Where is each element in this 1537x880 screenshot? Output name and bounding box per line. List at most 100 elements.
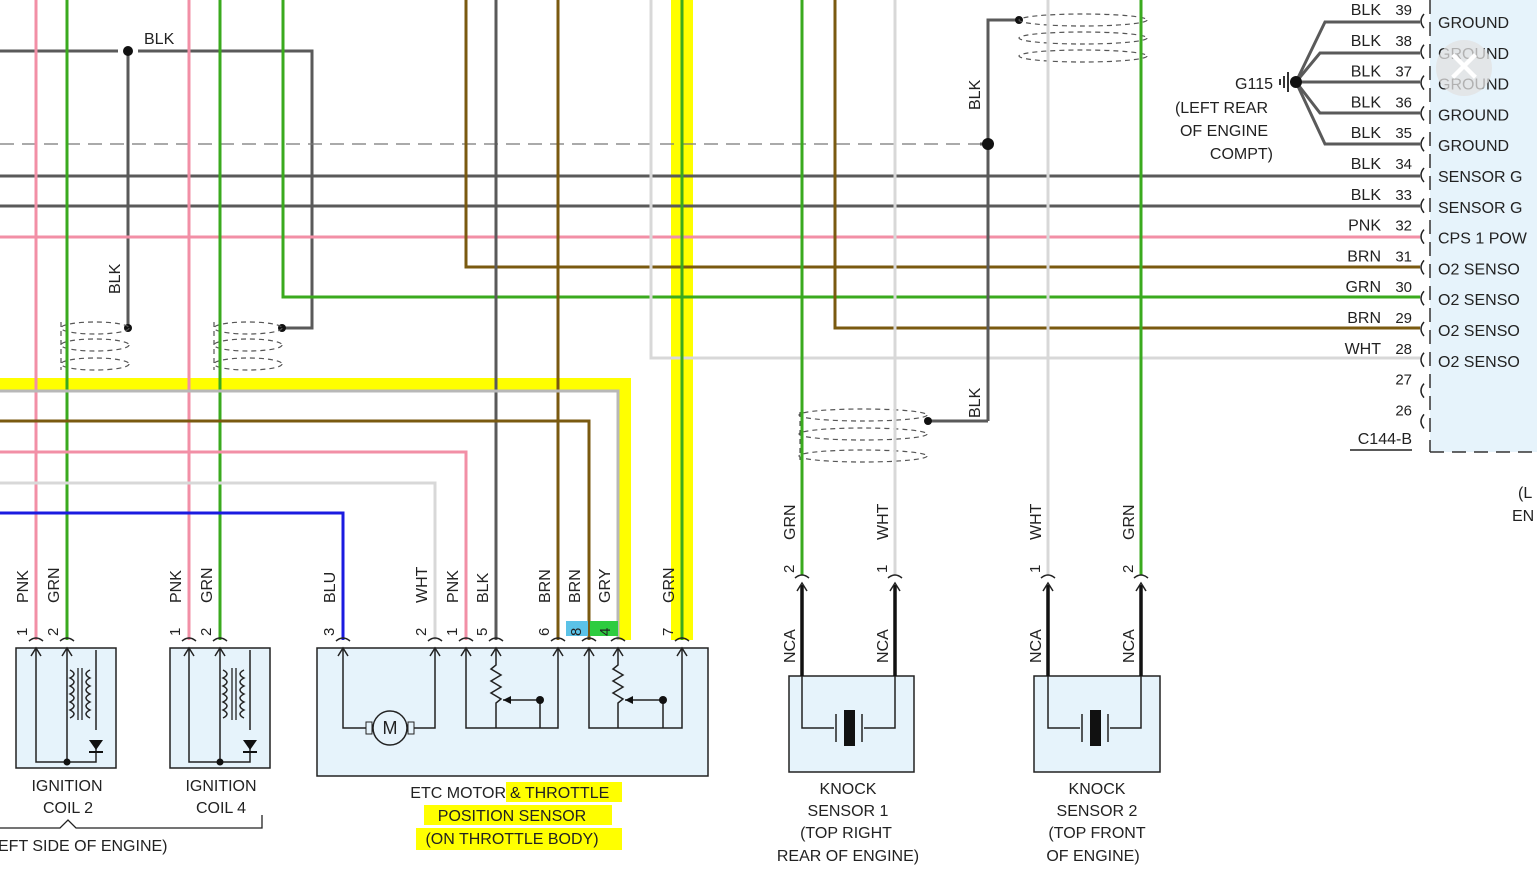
pin-terminal	[1420, 198, 1425, 214]
etc-color-pin3: BLU	[322, 572, 339, 603]
pin-arrow	[794, 574, 810, 592]
etc-motor-tps	[316, 647, 709, 777]
coil2-color-1: PNK	[15, 570, 32, 603]
connector-name: C144-B	[1358, 431, 1412, 448]
shield-left-1	[60, 321, 130, 371]
pin-wire-color: BLK	[1351, 125, 1382, 142]
harness-wires	[0, 0, 1420, 360]
pin-arrow	[335, 637, 351, 657]
etc-color-pin4: GRY	[597, 568, 614, 603]
ignition-coil-2	[15, 647, 117, 769]
pin-function: GROUND	[1438, 15, 1509, 32]
shield-terminal	[924, 417, 932, 425]
component-wires	[0, 0, 1143, 640]
pin-arrow	[887, 574, 903, 592]
pin-arrow	[610, 637, 626, 657]
pin-terminal	[1420, 136, 1425, 152]
coil2-caption-1: IGNITION	[31, 778, 102, 795]
pin-function: GROUND	[1438, 138, 1509, 155]
knock2-caption-4: OF ENGINE)	[1046, 848, 1139, 865]
pin-wire-color: BLK	[1351, 2, 1382, 19]
etc-caption-2: & THROTTLE	[510, 785, 609, 802]
ignition-coil-4	[169, 647, 271, 769]
ground-location-line-2: OF ENGINE	[1180, 123, 1268, 140]
motor-label: M	[383, 718, 398, 738]
pin-arrow	[59, 637, 75, 657]
pin-terminal	[1420, 321, 1425, 337]
knock-sensor-1	[788, 675, 915, 773]
etc-pin-1: 1	[444, 628, 461, 636]
pin-wire-color: BLK	[1351, 156, 1382, 173]
wire-color-blk-left: BLK	[107, 263, 124, 294]
etc-pin-2: 2	[413, 628, 430, 636]
knock2-nca-1: NCA	[1028, 629, 1045, 663]
etc-color-pin5: BLK	[475, 572, 492, 603]
knock-leads	[800, 585, 1143, 676]
wire-color-blk-top: BLK	[144, 31, 175, 48]
pin-terminal	[1420, 259, 1425, 275]
pin-wire-color: BLK	[1351, 33, 1382, 50]
pin-number: 32	[1395, 218, 1412, 235]
knock1-nca-2: NCA	[875, 629, 892, 663]
ground-location-line-3: COMPT)	[1210, 146, 1273, 163]
knock2-caption-1: KNOCK	[1069, 781, 1126, 798]
pin-terminal	[1420, 75, 1425, 91]
pin-number: 39	[1395, 2, 1412, 19]
pin-arrow	[458, 637, 474, 657]
pin-function: O2 SENSO	[1438, 261, 1520, 278]
coil-group-bracket	[0, 815, 263, 829]
etc-caption-4: (ON THROTTLE BODY)	[425, 831, 598, 848]
pin-number: 26	[1395, 402, 1412, 419]
pin-number: 31	[1395, 248, 1412, 265]
connector-pin-row: 26	[1395, 402, 1425, 429]
pin-arrow	[1133, 574, 1149, 592]
pin-wire-color: PNK	[1348, 218, 1381, 235]
connector-edge-text-1: (L	[1518, 485, 1532, 502]
close-icon: ✕	[1445, 42, 1483, 93]
coil2-pin-2: 2	[45, 628, 62, 636]
coil4-color-2: GRN	[199, 567, 216, 603]
knock-sensor-2	[1033, 675, 1161, 773]
knock1-color-pin2: GRN	[782, 504, 799, 540]
knock1-caption-4: REAR OF ENGINE)	[777, 848, 919, 865]
etc-color-pin8: BRN	[567, 569, 584, 603]
etc-pin-6: 6	[536, 628, 553, 636]
pin-8-tag	[566, 621, 588, 636]
knock1-caption-2: SENSOR 1	[808, 803, 889, 820]
pin-number: 38	[1395, 33, 1412, 50]
knock1-caption-3: (TOP RIGHT	[800, 825, 892, 842]
pin-function: SENSOR G	[1438, 200, 1522, 217]
ground-fanout	[1294, 20, 1420, 146]
close-button[interactable]: ✕	[1436, 40, 1492, 96]
etc-pin-3: 3	[321, 628, 338, 636]
pin-terminal	[1420, 383, 1425, 399]
pin-number: 34	[1395, 156, 1412, 173]
etc-pin-4: 4	[597, 628, 614, 636]
coil2-color-2: GRN	[46, 567, 63, 603]
coil4-pin-1: 1	[167, 628, 184, 636]
knock2-color-pin1: WHT	[1028, 503, 1045, 540]
etc-caption-1: ETC MOTOR	[410, 785, 506, 802]
knock1-caption-1: KNOCK	[820, 781, 877, 798]
pin-number: 36	[1395, 94, 1412, 111]
pin-arrow	[674, 637, 690, 657]
pin-wire-color: GRN	[1345, 279, 1381, 296]
etc-caption-3: POSITION SENSOR	[438, 808, 586, 825]
coil4-color-1: PNK	[168, 570, 185, 603]
ground-location-line-1: (LEFT REAR	[1175, 100, 1268, 117]
wire-color-blk-right-lower: BLK	[967, 387, 984, 418]
pin-arrow	[581, 637, 597, 657]
knock1-pin-2: 2	[781, 565, 798, 573]
knock2-caption-2: SENSOR 2	[1057, 803, 1138, 820]
coil4-caption-2: COIL 4	[196, 800, 246, 817]
pin-number: 29	[1395, 310, 1412, 327]
